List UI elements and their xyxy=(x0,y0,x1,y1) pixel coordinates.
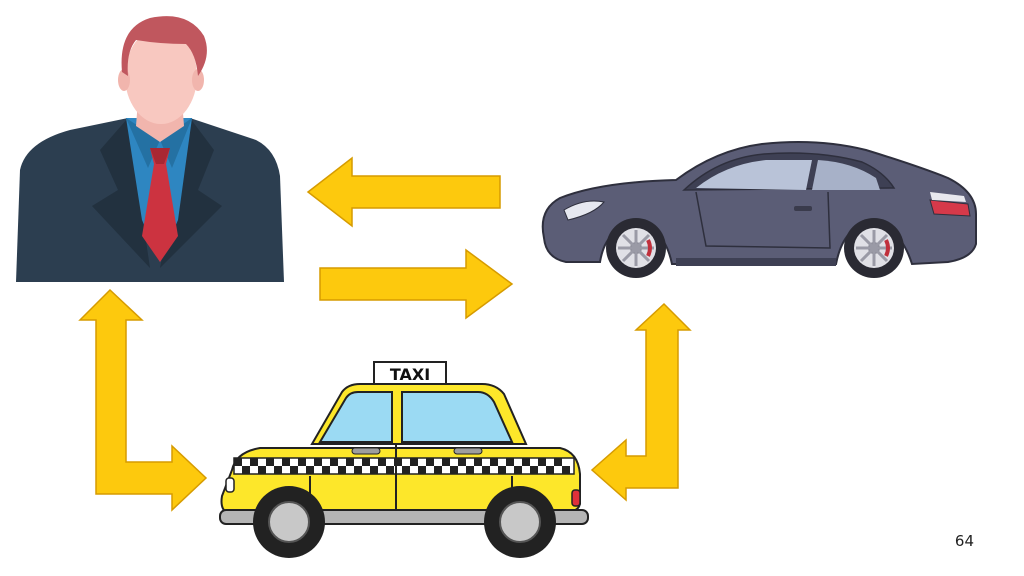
page-number: 64 xyxy=(954,532,974,550)
taxi-icon: TAXI xyxy=(219,361,589,558)
sports-car-icon xyxy=(541,141,977,278)
arrow-taxi-car xyxy=(590,302,692,502)
taxi-checker-band xyxy=(233,457,575,475)
arrow-person-taxi xyxy=(78,288,208,512)
taxi-sign-text: TAXI xyxy=(390,365,430,384)
arrow-car-to-person xyxy=(306,156,501,228)
taxi-roof-sign: TAXI xyxy=(373,361,447,391)
arrow-person-to-car xyxy=(319,248,514,320)
businessman-icon xyxy=(16,16,284,282)
